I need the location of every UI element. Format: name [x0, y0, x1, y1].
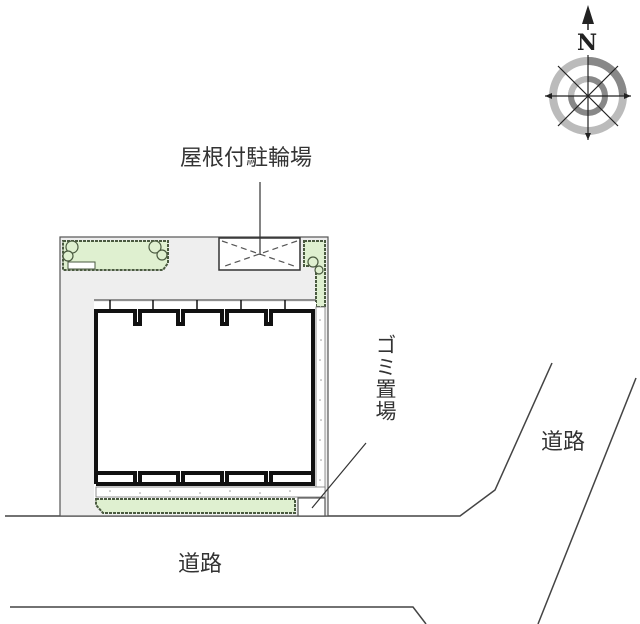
planting-bed-bottom	[95, 498, 296, 514]
planting-bed-right	[303, 240, 326, 308]
garbage-area-label: ゴミ置場	[373, 334, 397, 422]
garbage-area	[297, 442, 367, 517]
compass-north-label: N	[577, 30, 598, 56]
building	[94, 299, 316, 500]
planting-bed-top-left	[62, 240, 169, 271]
north-arrow-icon	[582, 5, 594, 24]
road-south-label: 道路	[178, 552, 223, 577]
covered-bicycle-parking-label: 屋根付駐輪場	[180, 146, 313, 171]
compass-rose-icon	[545, 5, 631, 140]
bicycle-parking-area	[218, 182, 301, 271]
road-east-label: 道路	[541, 430, 586, 455]
